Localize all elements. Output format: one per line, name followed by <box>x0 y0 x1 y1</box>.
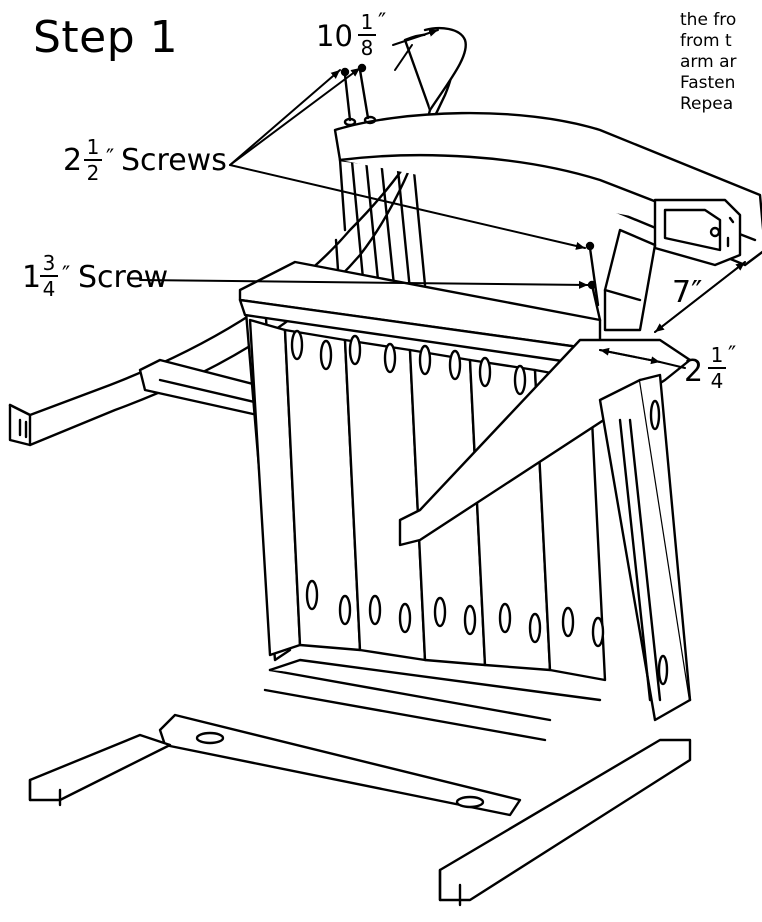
instruction-line: from t <box>680 31 732 51</box>
instruction-line: Fasten <box>680 73 736 93</box>
dim-side-whole: 2 <box>684 354 704 389</box>
arm-screws <box>585 241 602 322</box>
dim-top-fraction: 1 8 <box>358 12 376 58</box>
fraction-bar <box>84 159 102 161</box>
right-bracket <box>653 198 742 267</box>
fraction-bar <box>40 275 58 277</box>
screw-long-unit: ″ <box>106 146 115 171</box>
screw-long-num: 1 <box>86 135 100 159</box>
screw-short-den: 4 <box>42 277 56 301</box>
dim-side-unit: ″ <box>728 343 737 368</box>
dim-side-num: 1 <box>710 343 724 367</box>
step-title: Step 1 <box>33 12 179 63</box>
left-foot <box>28 733 172 807</box>
dim-arm-label: 7″ <box>672 275 703 310</box>
instruction-line: arm ar <box>680 52 737 72</box>
dim-top-unit: ″ <box>378 10 387 35</box>
instruction-text: the fro from t arm ar Fasten Repea <box>680 10 736 115</box>
screw-short-text: Screw <box>78 260 169 295</box>
screw-long-whole: 2 <box>63 143 83 178</box>
dim-top-whole: 10 <box>316 19 353 53</box>
instruction-line: the fro <box>680 10 737 30</box>
screw-short-num: 3 <box>42 251 56 275</box>
front-seat-rail <box>238 260 602 367</box>
front-right-leg <box>598 373 692 722</box>
screw-long-den: 2 <box>86 161 100 185</box>
top-screws <box>340 63 377 127</box>
dim-top-den: 8 <box>360 36 374 60</box>
screw-short-fraction: 3 4 <box>40 253 58 299</box>
screw-long-text: Screws <box>121 143 227 178</box>
dim-side-den: 4 <box>710 369 724 393</box>
instruction-line: Repea <box>680 94 734 114</box>
bottom-stretcher <box>158 658 602 817</box>
right-foot <box>438 738 692 907</box>
fraction-bar <box>708 367 726 369</box>
screw-long-fraction: 1 2 <box>84 137 102 183</box>
back-slats <box>334 128 427 302</box>
leader-lines <box>139 29 746 369</box>
screw-short-whole: 1 <box>22 260 42 295</box>
screw-short-unit: ″ <box>62 263 71 288</box>
fraction-bar <box>358 34 376 36</box>
dim-top-num: 1 <box>360 10 374 34</box>
dim-side-fraction: 1 4 <box>708 345 726 391</box>
